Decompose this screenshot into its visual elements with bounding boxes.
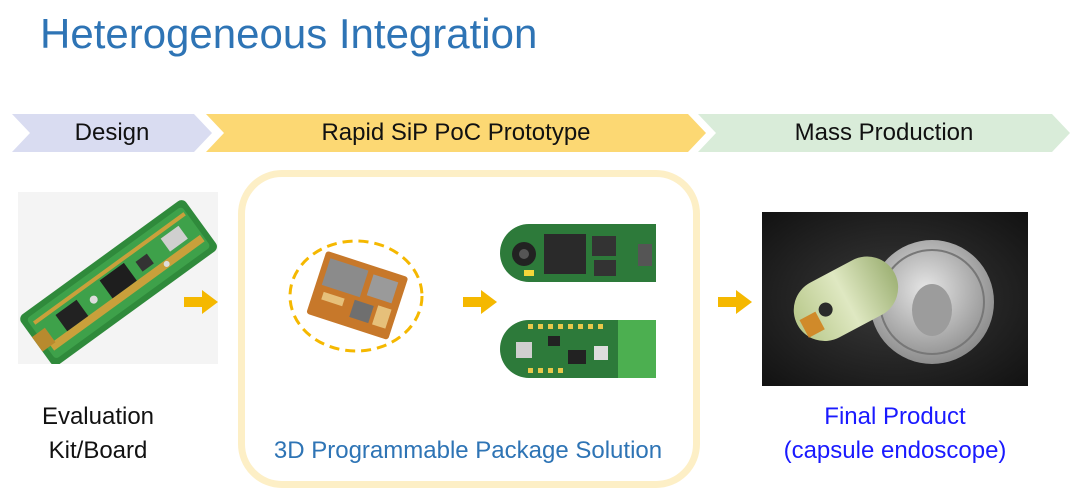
stage-prototype-shape [206,114,706,152]
stage-prototype: Rapid SiP PoC Prototype [206,114,706,152]
prototype-board-bottom-image [498,316,660,382]
stage-design-label: Design [74,119,150,146]
evaluation-board-image [18,192,218,364]
arrow-right-icon [184,290,218,314]
stage-mass-production-label: Mass Production [794,119,974,146]
stage-mass-production-shape [698,114,1070,152]
arrow-right-icon [463,290,497,314]
stage-prototype-label: Rapid SiP PoC Prototype [321,119,591,146]
arrow-right-icon [718,290,752,314]
page-title: Heterogeneous Integration [40,10,538,57]
prototype-board-top-image [498,220,660,286]
stage-design: Design [12,114,212,152]
prototype-panel [238,170,700,488]
final-product-caption-line2: (capsule endoscope) [783,437,1007,464]
solution-caption: 3D Programmable Package Solution [273,437,663,464]
evaluation-caption: Evaluation Kit/Board [18,400,178,468]
final-product-caption: Final Product (capsule endoscope) [760,400,1030,468]
stage-mass-production: Mass Production [698,114,1070,152]
sip-chip-image [286,236,426,356]
capsule-endoscope-image [762,212,1028,386]
evaluation-caption-line2: Kit/Board [48,437,148,464]
evaluation-caption-line1: Evaluation [41,403,155,430]
final-product-caption-line1: Final Product [824,403,966,430]
stage-design-shape [12,114,212,152]
